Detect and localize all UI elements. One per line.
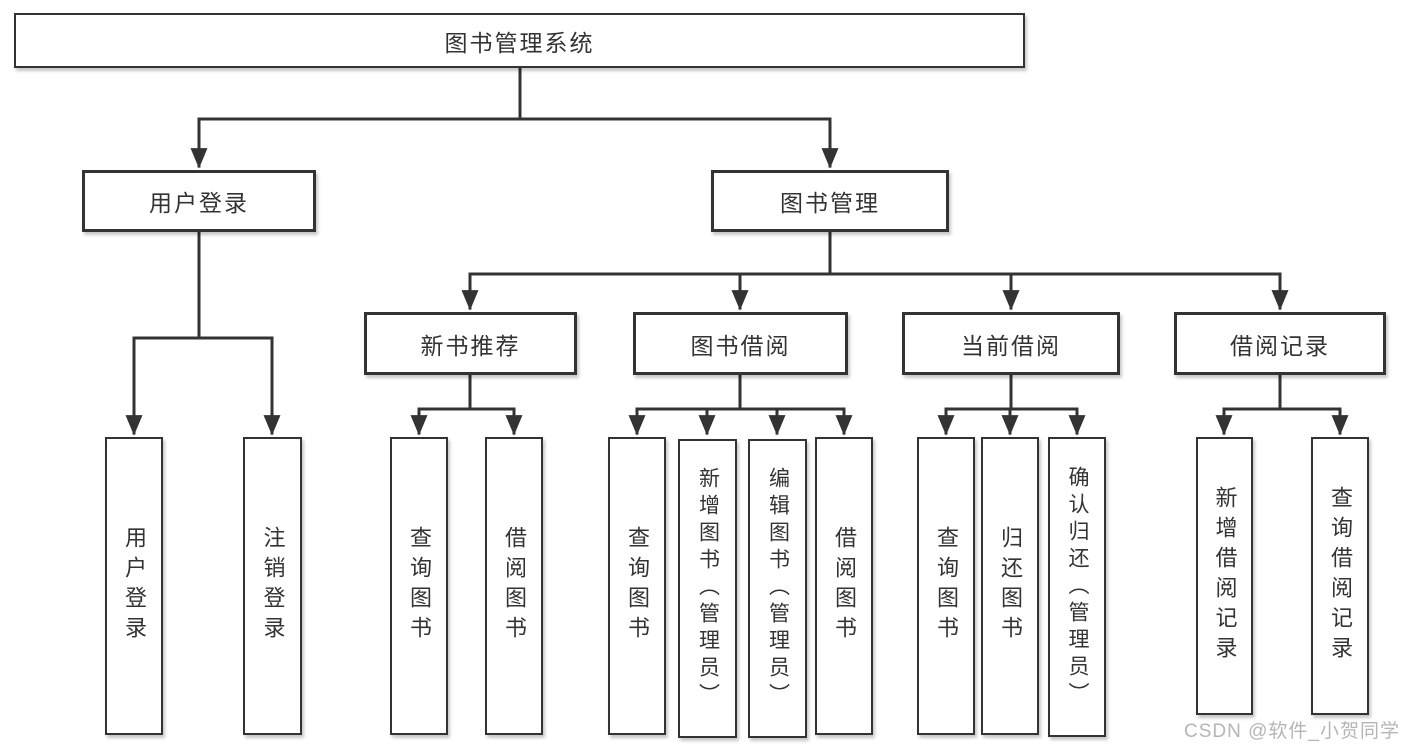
leaf-nbr-borrow-books: 借阅图书 (485, 437, 543, 735)
leaf-bb-edit-books-admin: 编辑图书（管理员） (748, 439, 807, 738)
leaf-cb-confirm-return-admin: 确认归还（管理员） (1048, 437, 1106, 737)
leaf-bb-query-books: 查询图书 (608, 437, 666, 735)
node-user-login-group: 用户登录 (82, 170, 316, 232)
leaf-logout: 注销登录 (243, 437, 302, 735)
node-book-borrow: 图书借阅 (633, 312, 848, 375)
node-borrow-records: 借阅记录 (1174, 312, 1386, 375)
leaf-user-login: 用户登录 (105, 437, 163, 735)
leaf-nbr-query-books: 查询图书 (390, 437, 448, 735)
connector-new-book-recommend-subtree (410, 373, 523, 436)
connector-book-management-to-level3 (461, 230, 1289, 311)
connector-borrow-records-subtree (1215, 373, 1349, 436)
node-new-book-recommend: 新书推荐 (364, 312, 577, 375)
connector-book-borrow-subtree (628, 373, 853, 436)
leaf-bb-add-books-admin: 新增图书（管理员） (678, 439, 737, 738)
connector-current-borrow-subtree (937, 373, 1086, 436)
leaf-br-query-record: 查询借阅记录 (1311, 437, 1369, 715)
connector-root-to-level2 (190, 66, 839, 169)
leaf-cb-query-books: 查询图书 (917, 437, 975, 735)
leaf-br-add-record: 新增借阅记录 (1196, 437, 1253, 715)
node-book-management: 图书管理 (711, 170, 949, 232)
leaf-cb-return-books: 归还图书 (981, 437, 1039, 735)
node-current-borrow: 当前借阅 (902, 312, 1120, 375)
node-root: 图书管理系统 (14, 13, 1025, 68)
leaf-bb-borrow-books: 借阅图书 (815, 437, 873, 735)
connector-user-login-subtree (125, 230, 281, 436)
csdn-watermark: CSDN @软件_小贺同学 (1184, 721, 1400, 742)
